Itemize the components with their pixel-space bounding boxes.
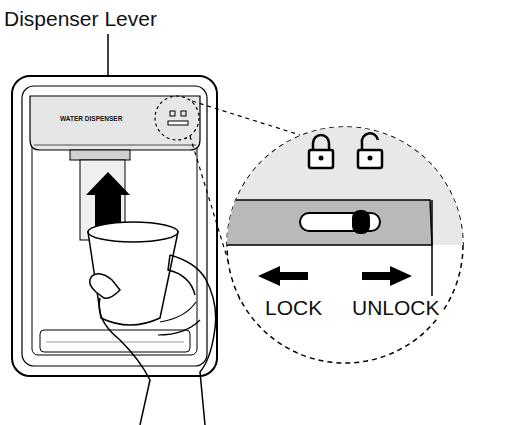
- unlock-label: UNLOCK: [350, 296, 442, 319]
- panel-text: WATER DISPENSER: [60, 116, 122, 123]
- part-name: Dispenser Lever: [4, 8, 157, 29]
- lock-label: LOCK: [263, 296, 324, 319]
